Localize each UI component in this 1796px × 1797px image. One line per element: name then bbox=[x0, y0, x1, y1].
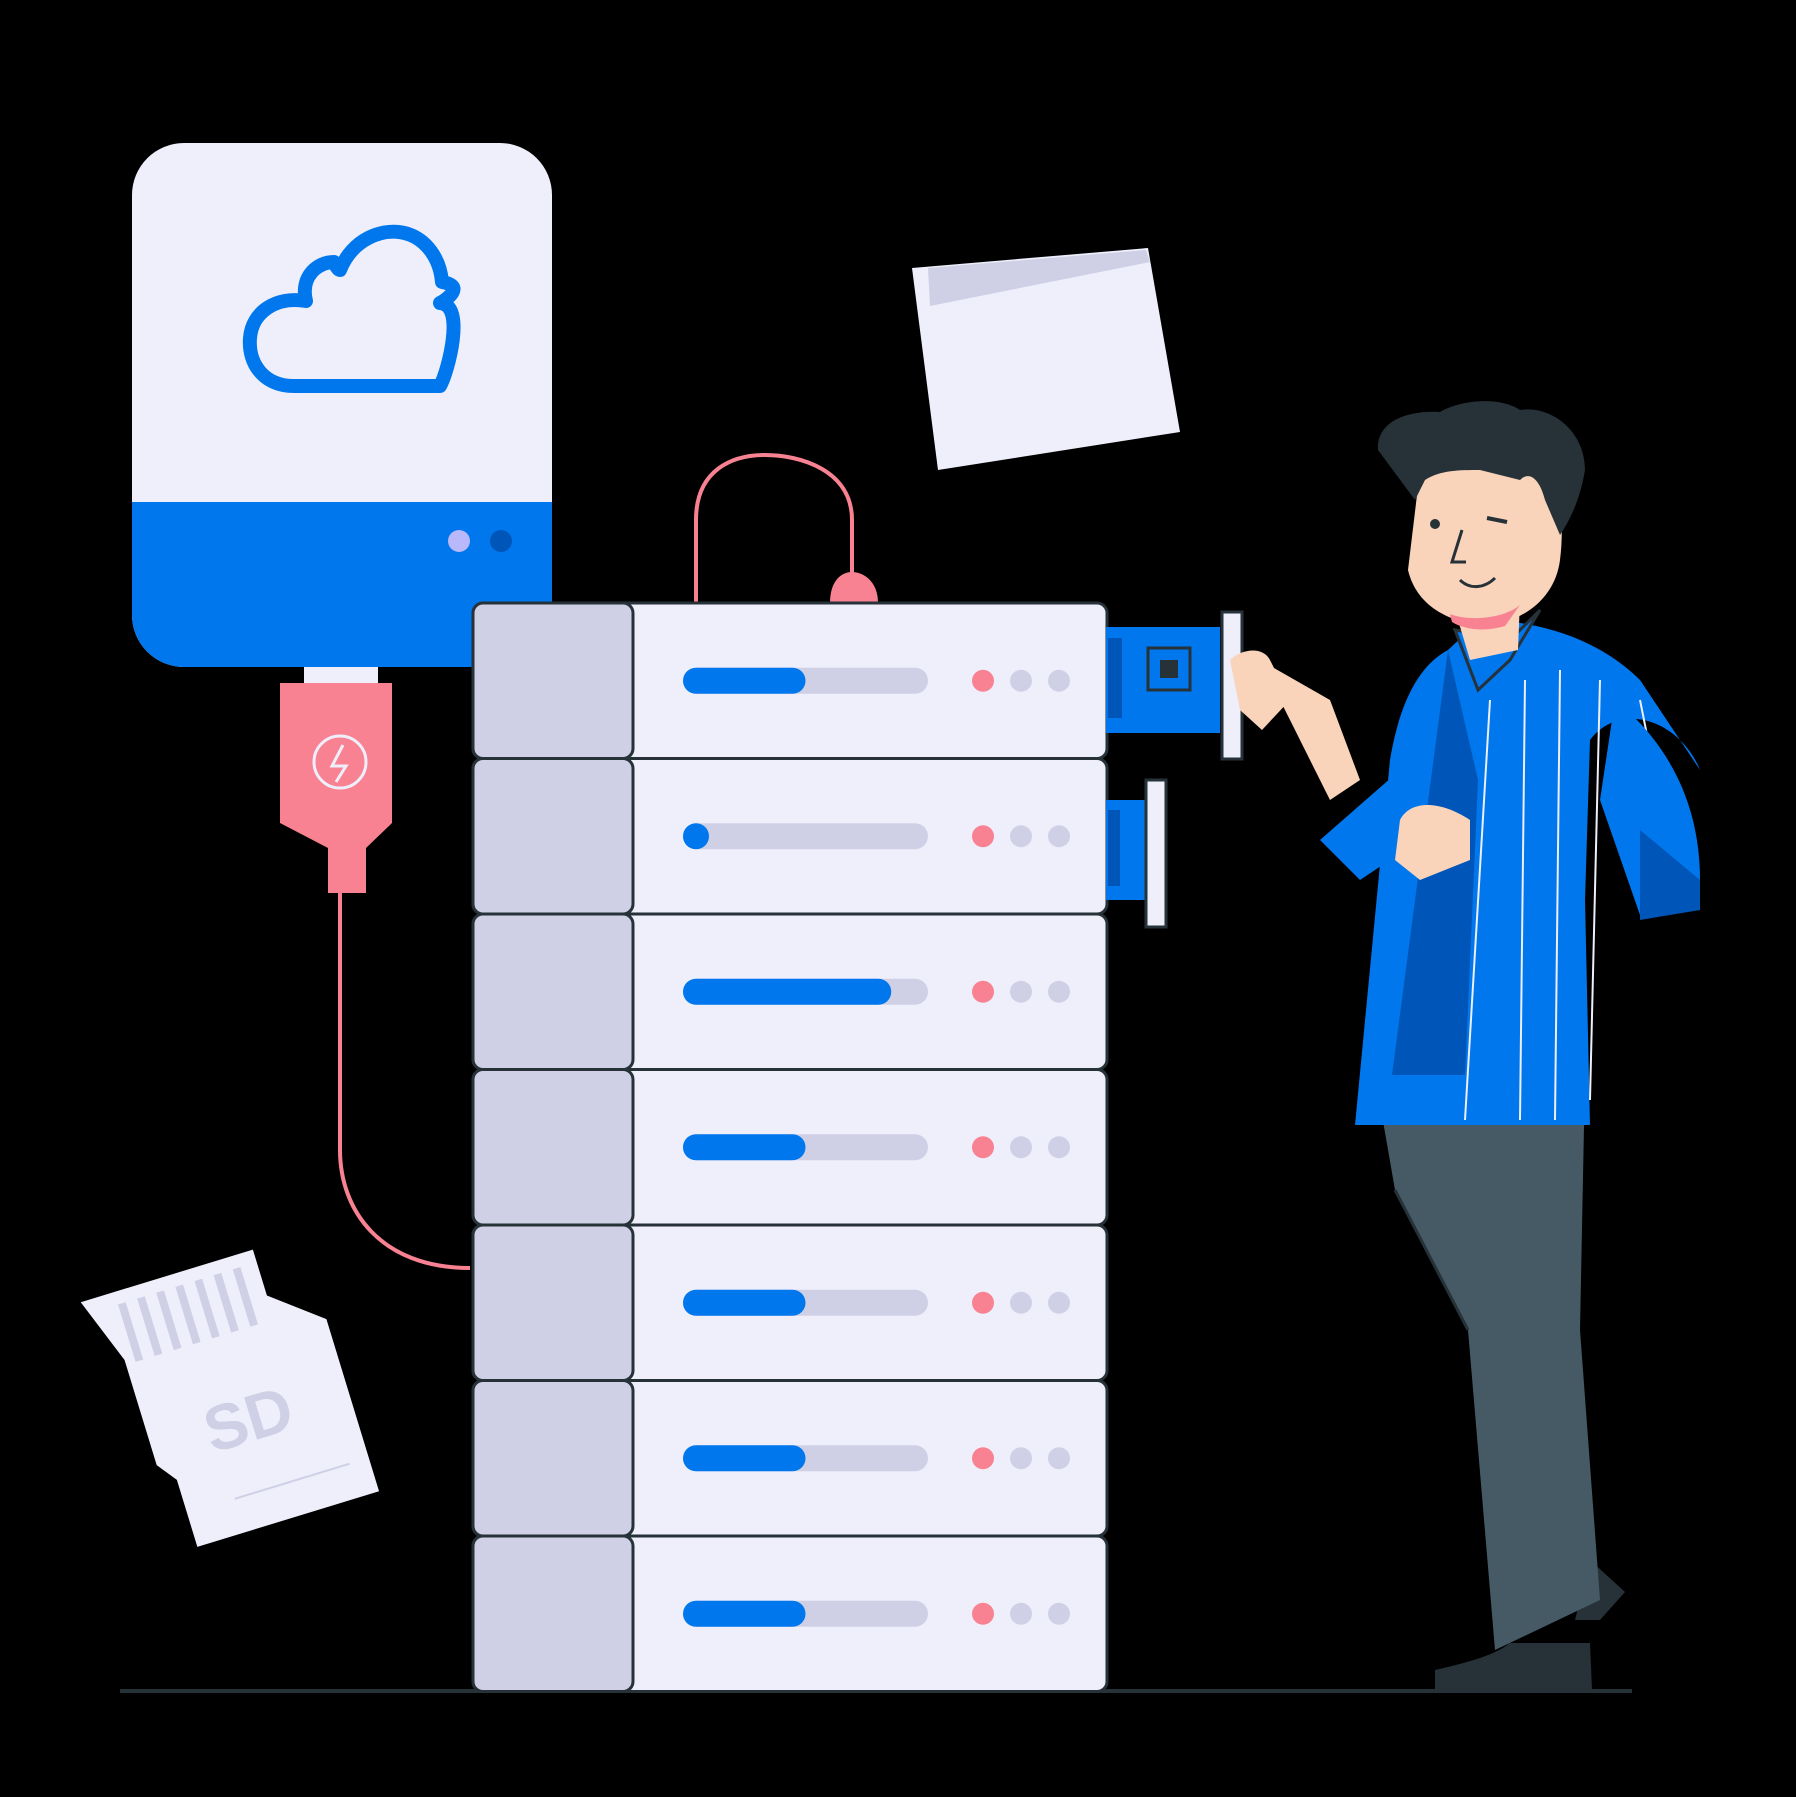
progress-fill bbox=[683, 1445, 806, 1472]
server-unit bbox=[471, 757, 1109, 916]
sd-card: SD bbox=[80, 1249, 380, 1547]
server-unit-side bbox=[471, 1068, 635, 1227]
server-unit bbox=[471, 601, 1109, 760]
status-led-red bbox=[972, 1291, 994, 1314]
status-led bbox=[1048, 1136, 1070, 1159]
progress-fill bbox=[683, 1134, 806, 1161]
status-led bbox=[1010, 1447, 1032, 1470]
server-unit-side bbox=[471, 1534, 635, 1693]
server-unit-side bbox=[471, 912, 635, 1071]
server-unit-side bbox=[471, 757, 635, 916]
hair bbox=[1377, 401, 1585, 535]
status-led-red bbox=[972, 1447, 994, 1470]
status-led-red bbox=[972, 825, 994, 848]
left-eye bbox=[1430, 519, 1440, 529]
usb-cable bbox=[338, 893, 471, 1270]
cloud-icon bbox=[242, 224, 461, 393]
status-led bbox=[1010, 1291, 1032, 1314]
status-led-red bbox=[972, 980, 994, 1003]
lightning-icon bbox=[329, 744, 349, 783]
usb-plug bbox=[280, 667, 392, 893]
expansion-card-top bbox=[1106, 610, 1244, 761]
drive-status-dot-1 bbox=[448, 530, 470, 552]
status-led bbox=[1048, 1291, 1070, 1314]
progress-fill bbox=[683, 1289, 806, 1316]
progress-fill bbox=[683, 667, 806, 694]
server-rack bbox=[471, 601, 1109, 1693]
status-led bbox=[1048, 980, 1070, 1003]
status-led bbox=[1010, 980, 1032, 1003]
status-led-red bbox=[972, 1136, 994, 1159]
floating-paper bbox=[912, 248, 1180, 470]
progress-fill bbox=[683, 1600, 806, 1627]
server-unit bbox=[471, 1379, 1109, 1538]
server-unit bbox=[471, 912, 1109, 1071]
server-unit bbox=[471, 1223, 1109, 1382]
status-led bbox=[1010, 669, 1032, 692]
expansion-card-bottom bbox=[1106, 778, 1168, 929]
technician-figure bbox=[1230, 401, 1700, 1690]
right-eye bbox=[1486, 516, 1508, 524]
rack-cable bbox=[694, 452, 878, 603]
progress-fill bbox=[683, 823, 709, 850]
status-led-red bbox=[972, 1602, 994, 1625]
server-unit-side bbox=[471, 601, 635, 760]
server-unit bbox=[471, 1068, 1109, 1227]
progress-fill bbox=[683, 978, 892, 1005]
progress-track bbox=[683, 823, 928, 850]
status-led bbox=[1048, 825, 1070, 848]
status-led-red bbox=[972, 669, 994, 692]
server-unit-side bbox=[471, 1223, 635, 1382]
status-led bbox=[1048, 669, 1070, 692]
status-led bbox=[1010, 1602, 1032, 1625]
status-led bbox=[1010, 1136, 1032, 1159]
server-unit-side bbox=[471, 1379, 635, 1538]
server-unit bbox=[471, 1534, 1109, 1693]
cloud-drive bbox=[132, 143, 552, 667]
status-led bbox=[1048, 1602, 1070, 1625]
drive-status-dot-2 bbox=[490, 530, 512, 552]
status-led bbox=[1048, 1447, 1070, 1470]
status-led bbox=[1010, 825, 1032, 848]
